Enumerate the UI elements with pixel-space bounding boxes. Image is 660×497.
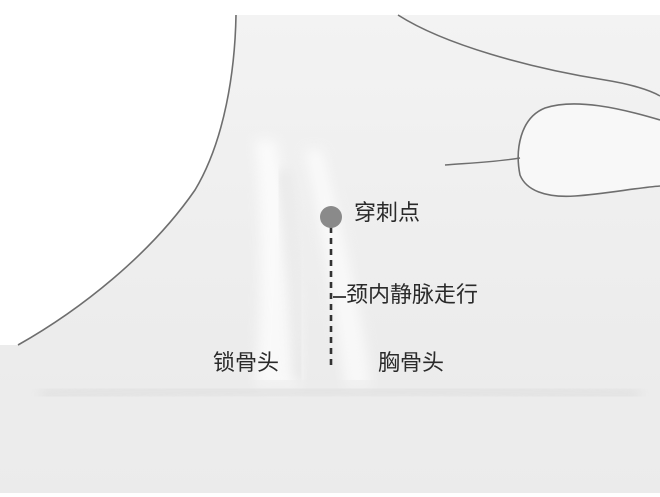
muscle-shadow — [277, 169, 303, 381]
jugular-vein-course-label: 颈内静脉走行 — [332, 285, 478, 307]
puncture-point-label: 穿刺点 — [354, 201, 421, 226]
puncture-point-dot — [320, 206, 342, 228]
ear-inner — [444, 157, 521, 166]
sternal-head-label: 胸骨头 — [378, 351, 445, 376]
jugular-vein-course-text: 颈内静脉走行 — [346, 283, 479, 308]
jaw-outline — [397, 14, 660, 97]
clavicle-contour — [39, 382, 641, 402]
clavicular-head-label: 锁骨头 — [213, 351, 280, 376]
clavicular-head-shading — [255, 140, 300, 390]
sternal-head-shading — [305, 150, 372, 390]
ear-outline — [517, 103, 660, 198]
neck-outline — [17, 14, 237, 346]
